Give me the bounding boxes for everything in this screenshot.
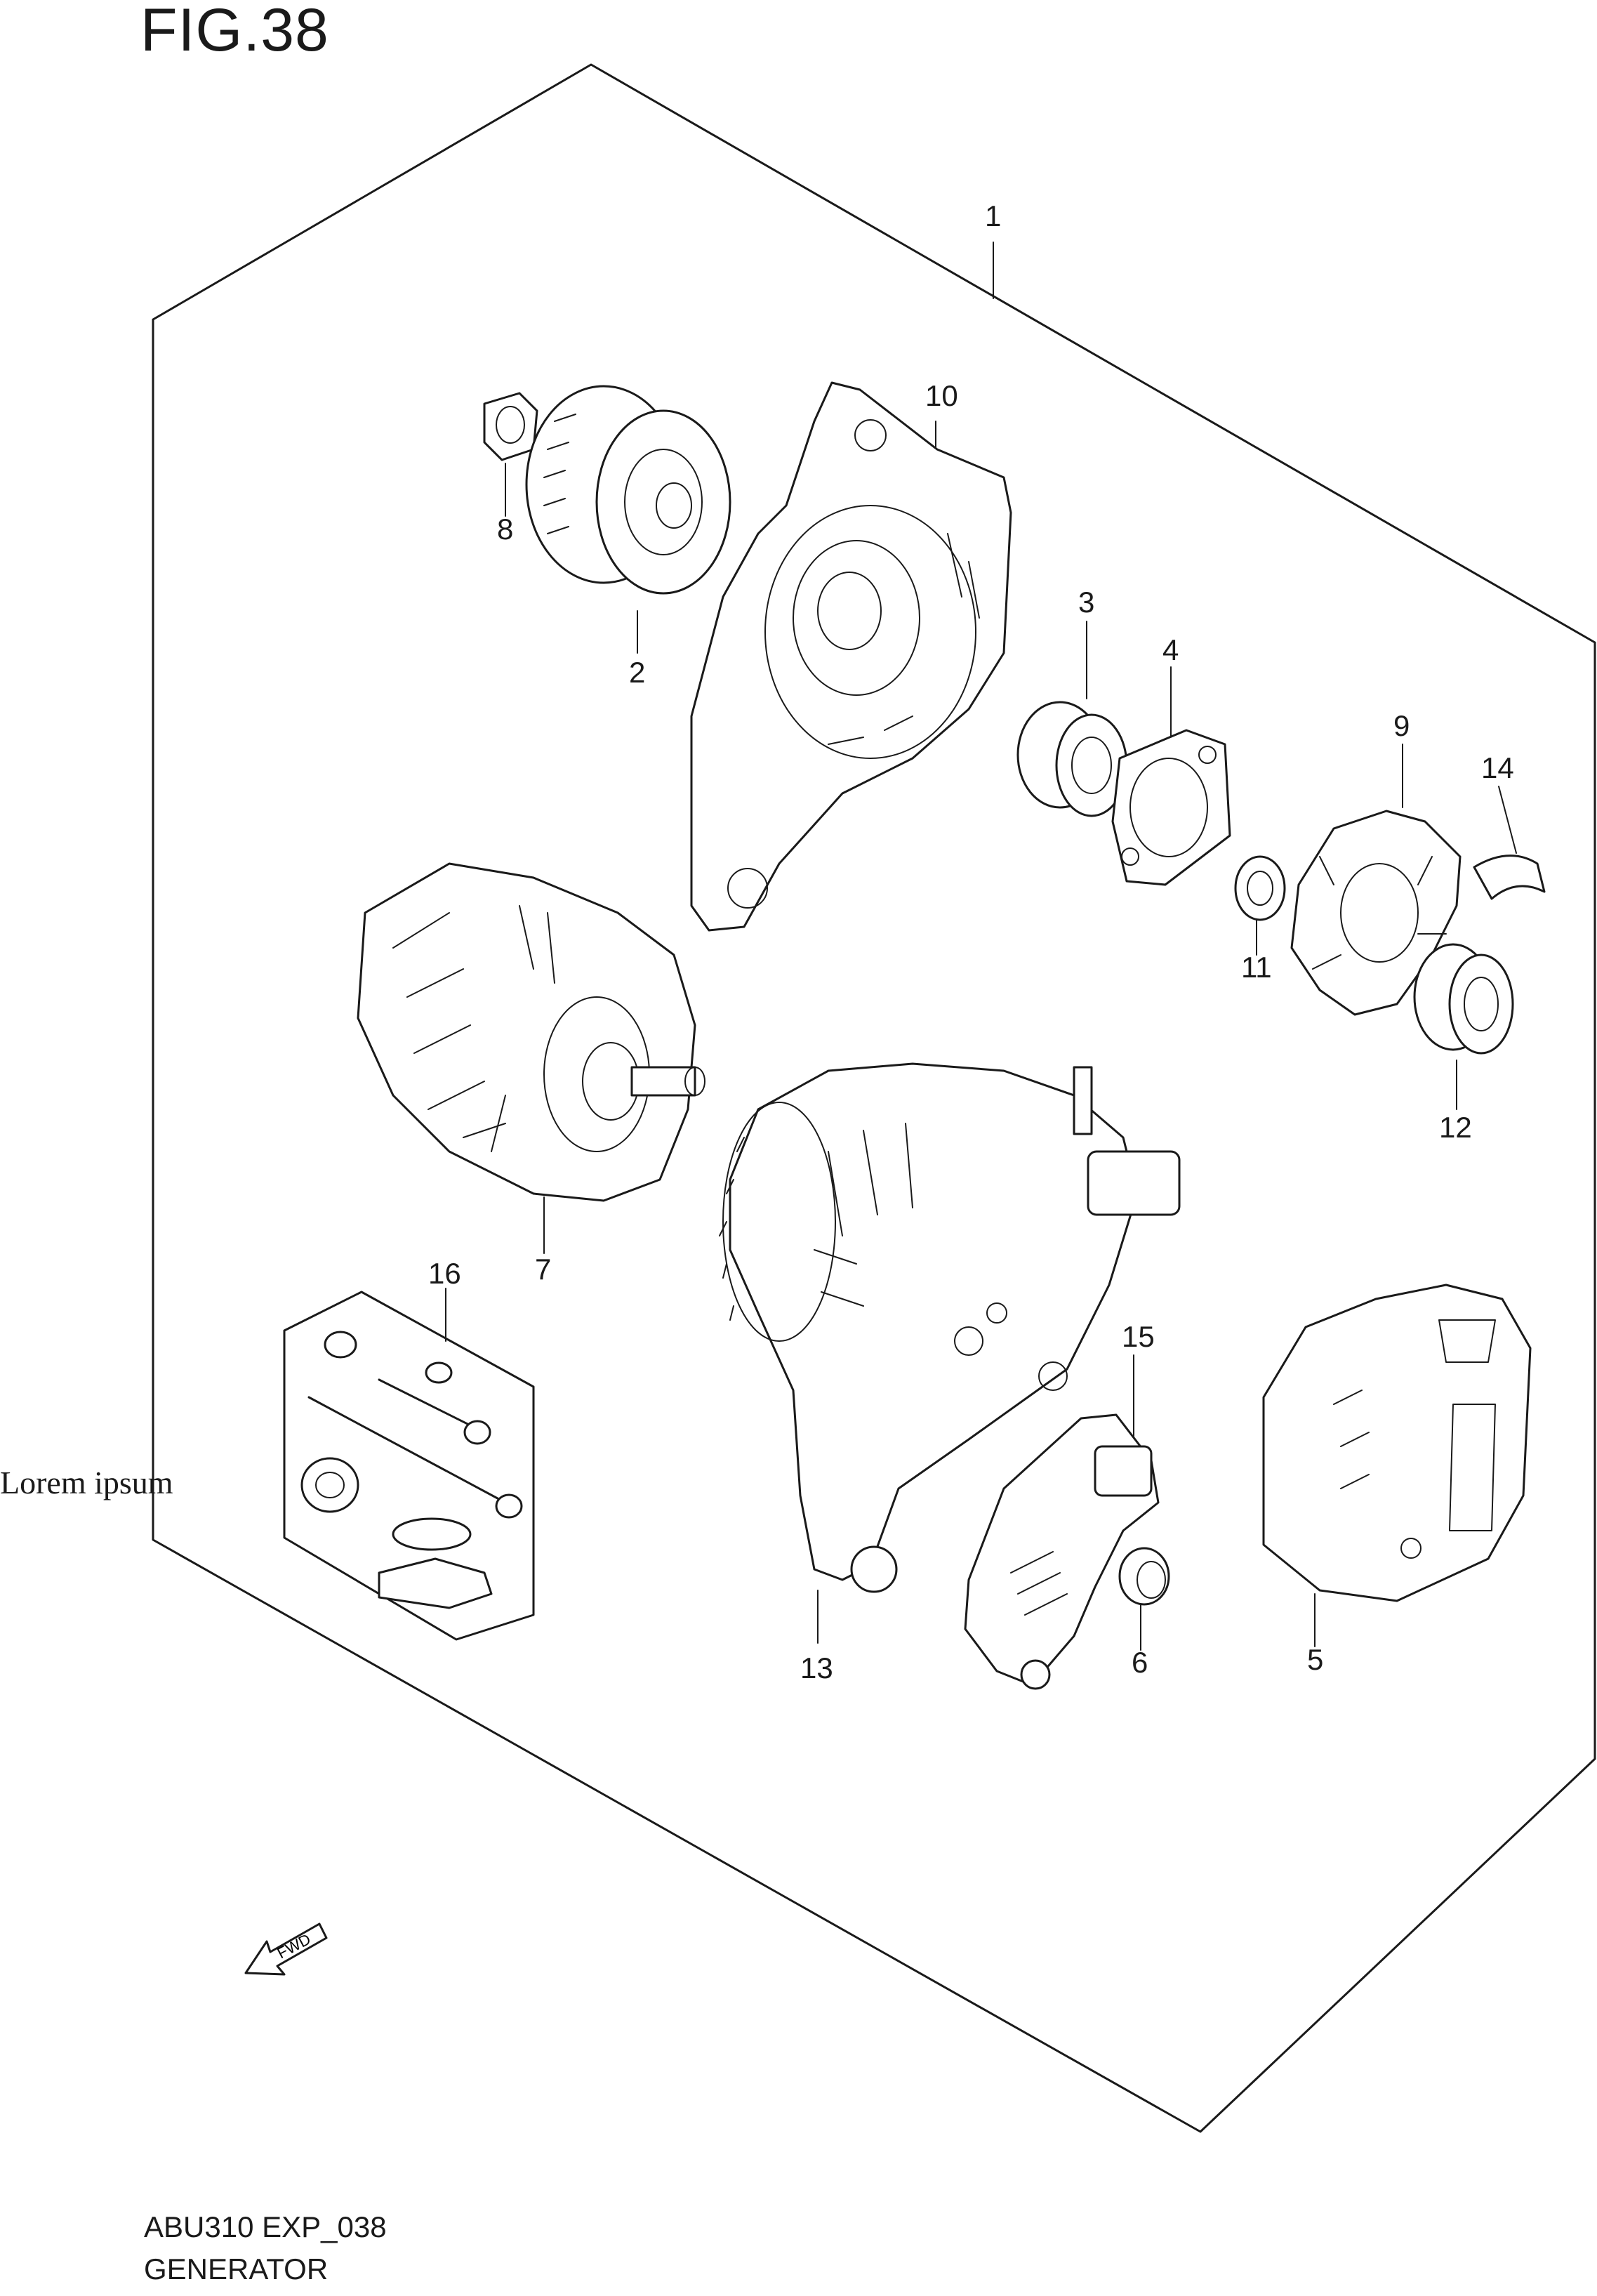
callout-7: 7 [535,1253,551,1286]
callout-10: 10 [925,379,958,412]
part-16-bolt-kit [283,1291,535,1641]
callout-5: 5 [1307,1643,1323,1676]
callout-6: 6 [1132,1646,1148,1679]
part-3-bearing [1016,701,1128,817]
callout-11: 11 [1241,951,1272,984]
callout-14: 14 [1481,751,1514,784]
callout-2: 2 [629,656,645,689]
callout-9: 9 [1393,709,1410,742]
part-9-holder [1290,810,1462,1016]
part-5-rear-cover [1262,1284,1532,1602]
callout-12: 12 [1439,1111,1472,1144]
part-11-sleeve [1234,855,1286,921]
part-14-spacer [1473,855,1546,900]
part-10-front-housing [690,381,1012,932]
footer-name: GENERATOR [144,2252,329,2285]
leader-lines [445,242,1517,1651]
callout-1: 1 [985,199,1001,232]
callout-labels: 1 10 8 2 3 4 9 14 11 12 7 16 15 13 6 5 [428,199,1514,1684]
footer-code: ABU310 EXP_038 [144,2210,387,2243]
part-12-bearing [1413,943,1514,1055]
part-15-regulator [964,1413,1160,1690]
part-4-retainer-plate [1111,729,1231,886]
assembly-boundary [152,63,1596,2133]
part-6-cap [1118,1547,1170,1606]
callout-8: 8 [497,513,513,546]
callout-15: 15 [1122,1320,1155,1353]
figure-title: FIG.38 [140,0,329,64]
callout-13: 13 [800,1651,833,1684]
callout-16: 16 [428,1257,461,1290]
callout-4: 4 [1162,633,1179,666]
part-7-rotor [357,862,705,1202]
callout-3: 3 [1078,586,1094,619]
fwd-arrow: FWD [244,1922,328,1976]
part-2-pulley [525,385,731,595]
part-13-rear-housing [719,1062,1181,1593]
side-note: Lorem ipsum [0,1465,173,1500]
part-8-nut [483,392,538,461]
